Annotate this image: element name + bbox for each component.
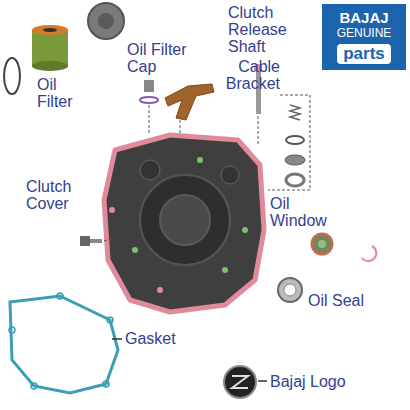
part-label: Oil Filter — [37, 76, 87, 110]
part-label: Clutch Release Shaft — [228, 4, 298, 55]
part-label: Clutch Cover — [26, 178, 86, 212]
part-label: Oil Window — [270, 195, 336, 229]
clutch-cover — [104, 135, 264, 312]
cable-bracket — [165, 84, 214, 135]
part-label: Cable Bracket — [214, 58, 280, 92]
gasket-outline — [9, 293, 122, 393]
circlip — [362, 246, 376, 261]
logo-emblem — [224, 366, 267, 398]
oil-filter — [4, 25, 68, 94]
part-label: Oil Seal — [308, 292, 388, 309]
bolt — [80, 236, 118, 246]
part-label: Bajaj Logo — [270, 373, 390, 390]
brand-badge: BAJAJGENUINEparts — [322, 4, 406, 70]
oil-seal — [278, 278, 302, 302]
oil-window — [312, 234, 332, 254]
spring-washers — [268, 95, 310, 190]
part-label: Oil Filter Cap — [127, 41, 209, 75]
badge-text: GENUINE — [326, 26, 402, 44]
badge-text: BAJAJ — [326, 9, 402, 26]
badge-tag: parts — [337, 44, 391, 64]
part-label: Gasket — [125, 330, 205, 347]
